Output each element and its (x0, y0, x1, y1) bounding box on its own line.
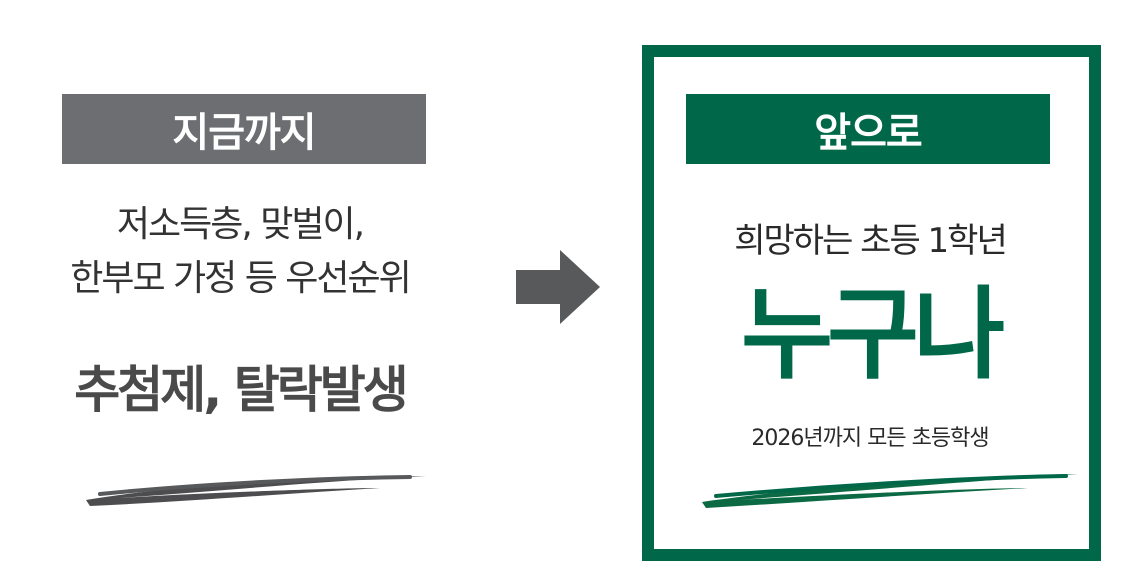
left-subtitle: 저소득층, 맞벌이, 한부모 가정 등 우선순위 (20, 198, 460, 306)
right-subtitle: 희망하는 초등 1학년 (734, 221, 1008, 261)
right-note: 2026년까지 모든 초등학생 (751, 426, 989, 451)
brush-stroke-green-icon (702, 474, 1078, 508)
left-header-text: 지금까지 (172, 110, 316, 156)
brush-stroke-gray-icon (86, 475, 426, 506)
right-big-text: 누구나 (741, 276, 1005, 393)
right-header-text: 앞으로 (814, 110, 922, 156)
right-header-badge: 앞으로 (686, 94, 1050, 164)
left-emphasis-text: 추첨제, 탈락발생 (74, 361, 408, 419)
left-subtitle-line2: 한부모 가정 등 우선순위 (70, 258, 412, 299)
right-arrow-icon (516, 250, 600, 324)
left-subtitle-line1: 저소득층, 맞벌이, (116, 204, 365, 245)
left-header-badge: 지금까지 (62, 94, 426, 164)
